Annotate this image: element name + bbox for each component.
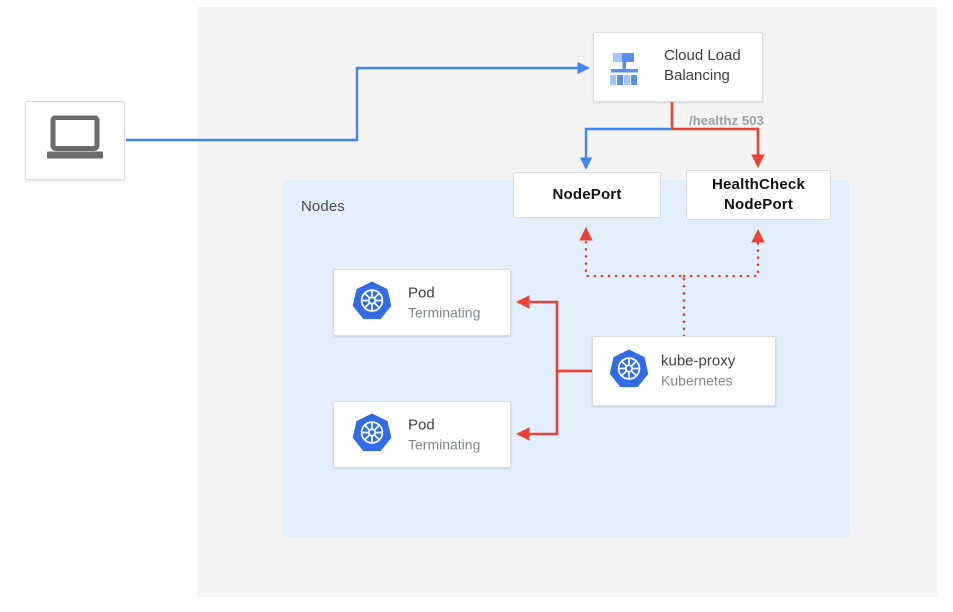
healthcheck-nodeport-card[interactable]: HealthCheck NodePort [686, 170, 831, 220]
pod-card-1[interactable]: Pod Terminating [333, 269, 511, 336]
nodes-panel-label: Nodes [301, 198, 345, 215]
pod-card-2[interactable]: Pod Terminating [333, 401, 511, 468]
healthz-edge-label: /healthz 503 [689, 113, 764, 128]
pod-1-status: Terminating [408, 304, 481, 321]
kube-proxy-text: kube-proxy Kubernetes [661, 351, 735, 390]
kubernetes-icon [350, 410, 394, 459]
nodeport-card[interactable]: NodePort [513, 172, 661, 218]
pod-1-text: Pod Terminating [408, 283, 480, 322]
cloud-load-balancing-card[interactable]: Cloud Load Balancing [593, 32, 763, 102]
cloud-load-balancing-text: Cloud Load Balancing [664, 46, 741, 87]
kubernetes-icon [350, 278, 394, 327]
client-card[interactable] [25, 101, 125, 180]
cloud-load-balancing-title-line1: Cloud Load [664, 47, 741, 64]
nodeport-label: NodePort [552, 185, 622, 203]
pod-1-title: Pod [408, 283, 435, 301]
cloud-load-balancing-title-line2: Balancing [664, 67, 730, 85]
healthcheck-nodeport-label-line2: NodePort [723, 196, 794, 213]
kube-proxy-title: kube-proxy [661, 352, 736, 370]
pod-2-status: Terminating [408, 436, 481, 453]
pod-2-title: Pod [408, 415, 435, 433]
cloud-load-balancing-icon [605, 49, 645, 94]
pod-2-text: Pod Terminating [408, 415, 480, 454]
kube-proxy-card[interactable]: kube-proxy Kubernetes [592, 336, 776, 406]
kube-proxy-subtitle: Kubernetes [661, 372, 733, 389]
healthcheck-nodeport-text: HealthCheck NodePort [712, 175, 805, 216]
healthcheck-nodeport-label-line1: HealthCheck [711, 175, 806, 193]
kubernetes-icon [607, 347, 651, 396]
laptop-icon [45, 114, 105, 166]
